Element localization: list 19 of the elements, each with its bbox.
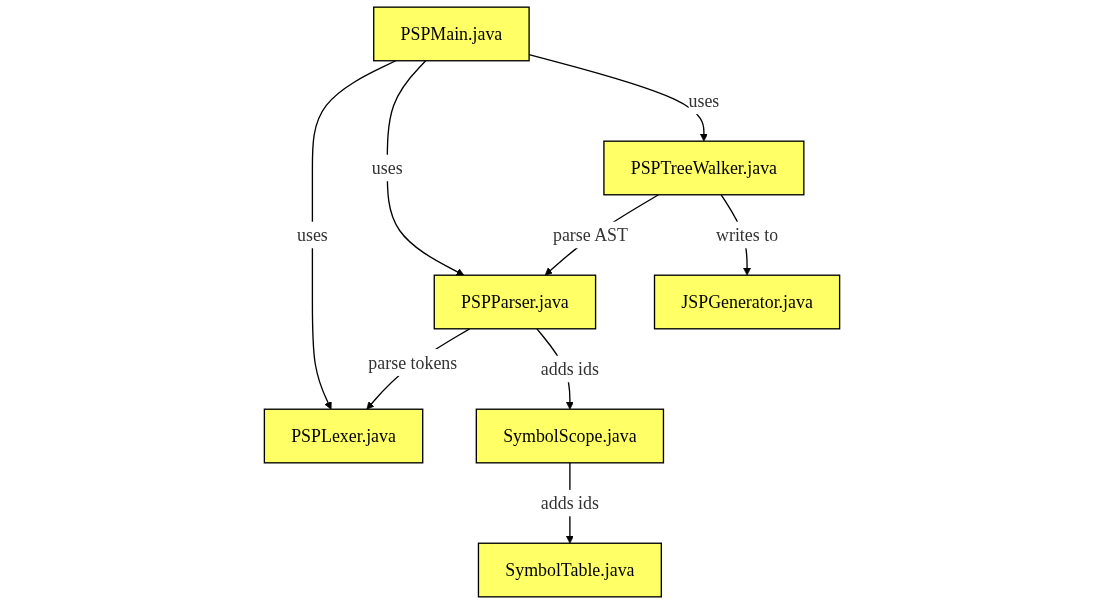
arrow <box>366 328 471 410</box>
arrow <box>311 60 397 410</box>
node-box: PSPMain.java <box>373 6 530 62</box>
edge-label: writes to <box>716 225 779 245</box>
edge-label: uses <box>371 158 403 178</box>
arrow <box>544 194 660 276</box>
node-box: PSPParser.java <box>433 274 597 330</box>
edge-label: adds ids <box>540 493 599 513</box>
node-box: PSPLexer.java <box>263 408 424 464</box>
node-box: PSPTreeWalker.java <box>603 140 805 196</box>
edge-label: parse tokens <box>368 352 458 373</box>
edge-label: uses <box>297 225 328 245</box>
node-box: JSPGenerator.java <box>653 274 841 330</box>
edge-label: parse AST <box>552 225 628 245</box>
arrow <box>386 60 465 276</box>
edge-label: uses <box>688 91 720 111</box>
node-box: SymbolScope.java <box>475 408 665 464</box>
node-box: SymbolTable.java <box>477 542 662 598</box>
edge-label: adds ids <box>540 359 599 379</box>
